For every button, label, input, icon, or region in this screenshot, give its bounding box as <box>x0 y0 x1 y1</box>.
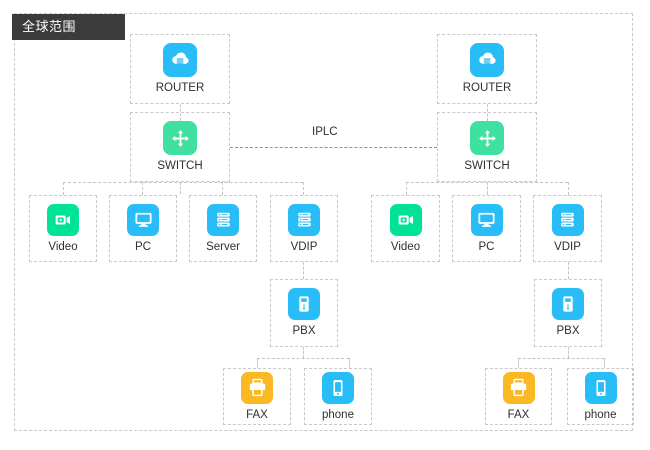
pbx-cabinet-icon <box>552 288 584 321</box>
connector-right-drop-pc <box>487 182 488 195</box>
node-right-phone[interactable]: phone <box>567 368 634 425</box>
node-right-vdip[interactable]: VDIP <box>533 195 602 262</box>
connector-left-bus <box>63 182 303 183</box>
connector-left-drop-phone <box>349 358 350 368</box>
connector-left-drop-fax <box>257 358 258 368</box>
iplc-link-label: IPLC <box>312 126 338 138</box>
connector-right-endpoint-bus <box>518 358 604 359</box>
connector-left-drop-pc <box>142 182 143 195</box>
node-left-router[interactable]: ROUTER <box>130 34 230 104</box>
connector-left-drop-vdip <box>303 182 304 195</box>
node-label: SWITCH <box>157 160 203 173</box>
connector-left-drop-server <box>222 182 223 195</box>
iplc-link-line <box>230 147 437 148</box>
node-label: Server <box>206 240 240 253</box>
node-right-router[interactable]: ROUTER <box>437 34 537 104</box>
node-label: SWITCH <box>464 160 510 173</box>
node-label: PC <box>135 240 151 253</box>
switch-arrows-icon <box>470 121 504 156</box>
switch-arrows-icon <box>163 121 197 156</box>
video-camera-icon <box>47 203 79 236</box>
node-left-phone[interactable]: phone <box>304 368 372 425</box>
printer-icon <box>241 371 273 404</box>
node-label: VDIP <box>554 240 581 253</box>
router-cloud-icon <box>470 43 504 78</box>
server-rack-icon <box>288 203 320 236</box>
connector-left-vdip-pbx <box>303 262 304 279</box>
connector-right-vdip-pbx <box>568 262 569 279</box>
node-left-video[interactable]: Video <box>29 195 97 262</box>
node-label: PBX <box>292 325 316 338</box>
node-left-vdip[interactable]: VDIP <box>270 195 338 262</box>
node-left-fax[interactable]: FAX <box>223 368 291 425</box>
mobile-phone-icon <box>584 371 617 404</box>
diagram-outer-frame <box>14 13 633 431</box>
connector-right-drop-phone <box>604 358 605 368</box>
node-label: PC <box>478 240 495 253</box>
connector-right-drop-fax <box>518 358 519 368</box>
connector-right-drop-vdip <box>568 182 569 195</box>
node-right-fax[interactable]: FAX <box>485 368 552 425</box>
printer-icon <box>502 371 535 404</box>
monitor-icon <box>470 203 503 236</box>
connector-left-endpoint-bus <box>257 358 349 359</box>
node-label: FAX <box>246 408 268 421</box>
pbx-cabinet-icon <box>288 288 320 321</box>
node-left-pc[interactable]: PC <box>109 195 177 262</box>
diagram-title-tag: 全球范围 <box>12 14 125 40</box>
node-label: phone <box>584 408 617 421</box>
monitor-icon <box>127 203 159 236</box>
node-left-server[interactable]: Server <box>189 195 257 262</box>
node-right-pc[interactable]: PC <box>452 195 521 262</box>
node-right-video[interactable]: Video <box>371 195 440 262</box>
node-label: Video <box>390 240 421 253</box>
node-label: FAX <box>507 408 530 421</box>
connector-left-pbx-bus <box>303 347 304 358</box>
node-label: VDIP <box>290 240 318 253</box>
video-camera-icon <box>389 203 422 236</box>
server-rack-icon <box>551 203 584 236</box>
server-rack-icon <box>207 203 239 236</box>
connector-right-pbx-bus <box>568 347 569 358</box>
node-label: PBX <box>556 325 580 338</box>
connector-left-switch-bus <box>180 182 181 194</box>
node-left-pbx[interactable]: PBX <box>270 279 338 347</box>
node-right-pbx[interactable]: PBX <box>534 279 602 347</box>
mobile-phone-icon <box>322 371 354 404</box>
node-label: ROUTER <box>155 82 205 95</box>
connector-left-drop-video <box>63 182 64 195</box>
router-cloud-icon <box>163 43 197 78</box>
node-label: ROUTER <box>462 82 512 95</box>
node-label: Video <box>48 240 78 253</box>
node-label: phone <box>322 408 354 421</box>
node-left-switch[interactable]: SWITCH <box>130 112 230 182</box>
connector-right-drop-video <box>406 182 407 195</box>
node-right-switch[interactable]: SWITCH <box>437 112 537 182</box>
